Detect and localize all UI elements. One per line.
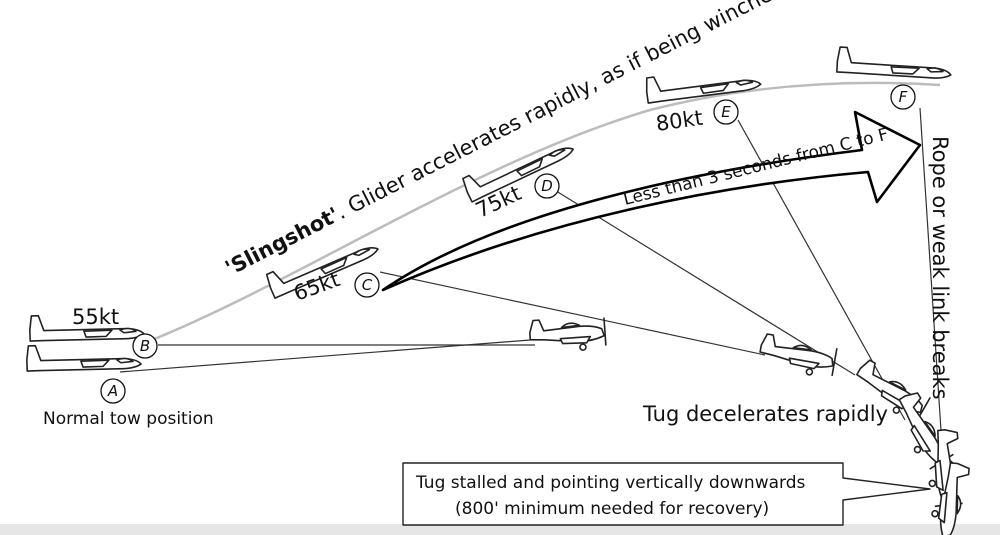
tug-1 (528, 314, 607, 355)
point-marker-E: E (713, 99, 739, 125)
svg-text:B: B (140, 337, 150, 355)
slingshot-arrow (381, 110, 922, 292)
point-marker-F: F (890, 84, 916, 110)
glider-flight-path (151, 81, 941, 342)
point-marker-A: A (100, 378, 126, 404)
normal-tow-label: Normal tow position (43, 409, 214, 429)
rope-breaks-label: Rope or weak link breaks (928, 136, 952, 400)
svg-text:E: E (721, 103, 731, 121)
speed-label-C: 65kt (291, 267, 343, 306)
tug-stalled-callout: Tug stalled and pointing vertically down… (402, 462, 931, 526)
speed-label-B: 55kt (72, 305, 119, 329)
callout-line-1: Tug stalled and pointing vertically down… (415, 473, 805, 493)
point-marker-C: C (354, 272, 380, 298)
svg-text:D: D (541, 177, 553, 195)
svg-text:A: A (107, 382, 118, 400)
point-marker-D: D (534, 173, 560, 199)
bottom-strip (0, 524, 1000, 535)
speed-label-E: 80kt (654, 106, 704, 136)
svg-text:C: C (362, 276, 373, 294)
point-marker-B: B (132, 333, 158, 359)
svg-text:F: F (899, 88, 908, 106)
callout-line-2: (800' minimum needed for recovery) (455, 499, 769, 519)
tug-decelerates-label: Tug decelerates rapidly (642, 402, 888, 426)
glider-F (835, 46, 953, 80)
glider-A (25, 341, 142, 373)
